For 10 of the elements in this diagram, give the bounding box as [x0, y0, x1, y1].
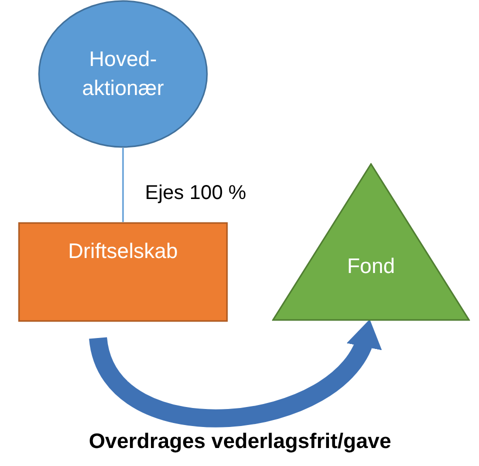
process-box: [18, 222, 228, 322]
triangle-node: [272, 163, 470, 321]
edge-label: Ejes 100 %: [145, 181, 246, 206]
ellipse-node: [38, 0, 208, 148]
connector-line: [122, 148, 124, 222]
node-label: Hoved- aktionær: [81, 46, 165, 102]
curved-arrow: [89, 320, 379, 427]
node-label: Fond: [347, 254, 395, 280]
node-label: Driftselskab: [68, 239, 178, 266]
edge-label: Overdrages vederlagsfrit/gave: [88, 429, 392, 455]
